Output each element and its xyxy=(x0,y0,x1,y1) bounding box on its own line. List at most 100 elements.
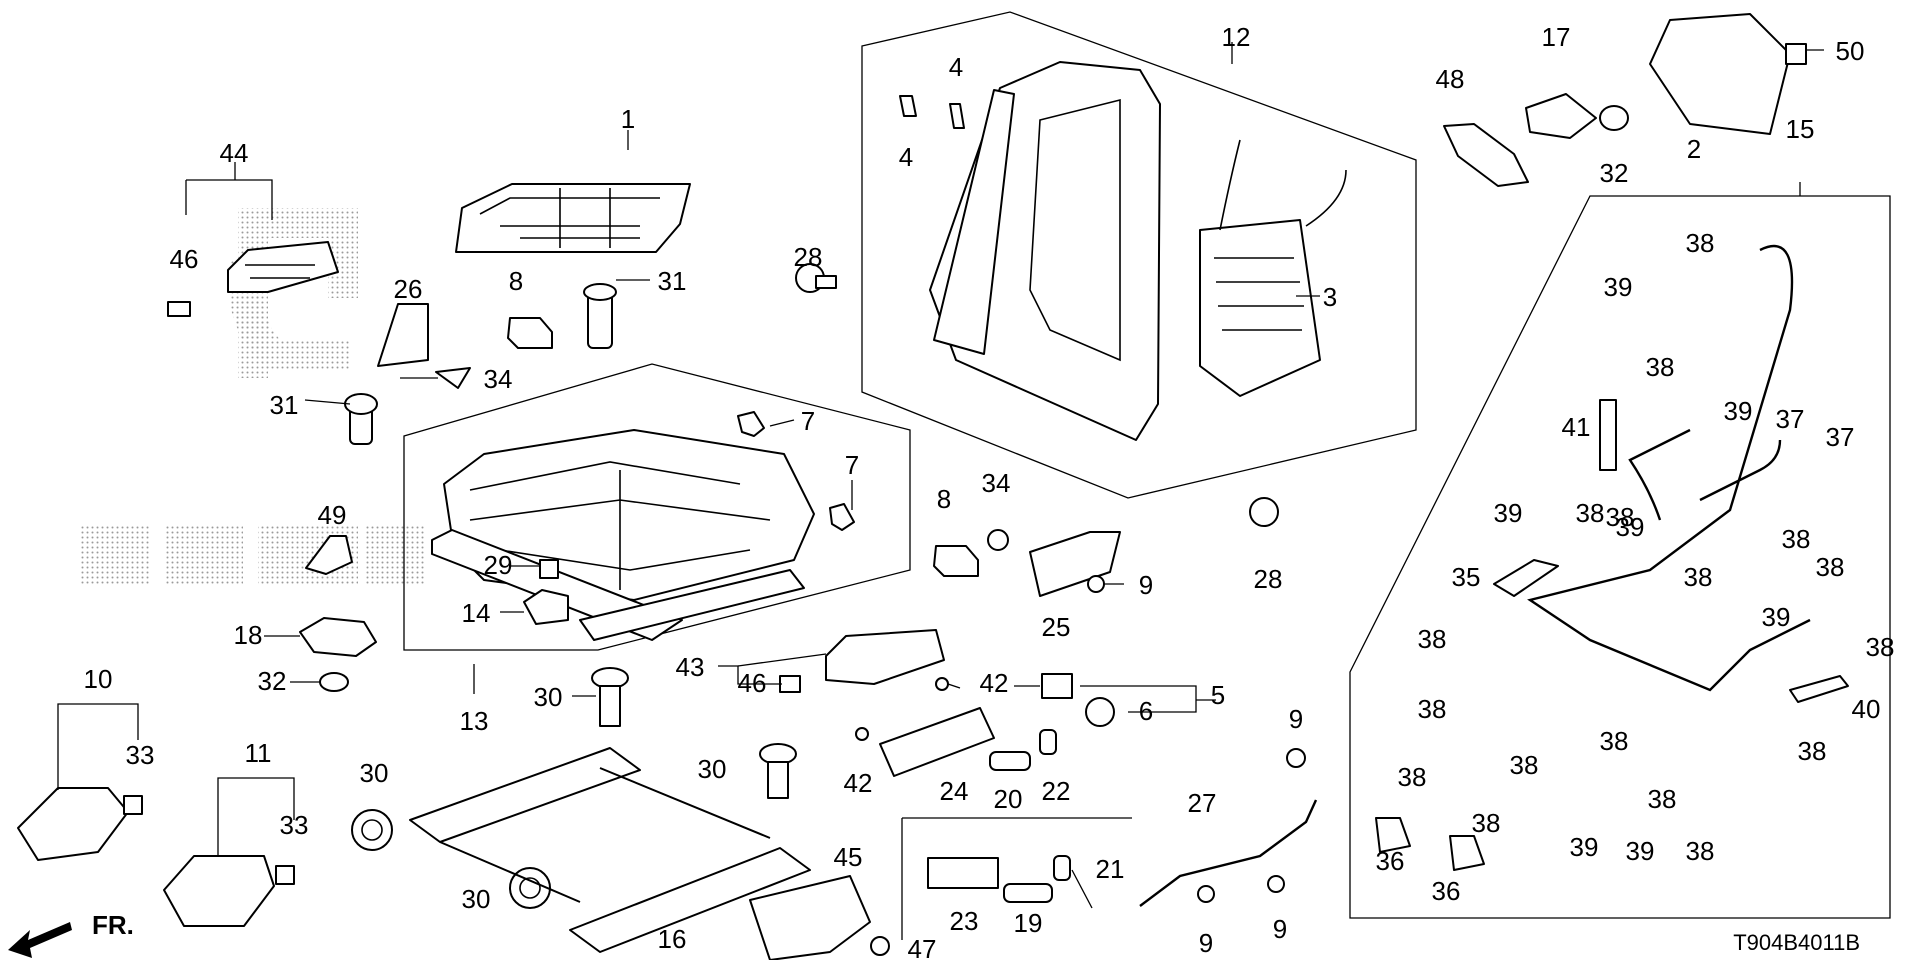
part-42-screw-a xyxy=(935,677,949,691)
part-21-knob xyxy=(1053,855,1071,881)
part-31-bolt-b xyxy=(344,393,378,445)
part-46-clip-a xyxy=(167,301,191,317)
callout-8-a: 8 xyxy=(509,266,523,296)
part-23-switch-panel xyxy=(927,857,999,889)
callout-18: 18 xyxy=(234,620,263,650)
callout-39-1: 39 xyxy=(1604,272,1633,302)
callout-46-b: 46 xyxy=(738,668,767,698)
part-32-nut-a xyxy=(319,672,349,692)
part-34-plug-a xyxy=(435,367,471,389)
part-22-knob xyxy=(1039,729,1057,755)
callout-35: 35 xyxy=(1452,562,1481,592)
callout-9-c: 9 xyxy=(1199,928,1213,958)
callout-5: 5 xyxy=(1211,680,1225,710)
callout-13: 13 xyxy=(460,706,489,736)
part-43-cover xyxy=(825,629,945,685)
callout-38-3: 38 xyxy=(1782,524,1811,554)
callout-42-b: 42 xyxy=(844,768,873,798)
callout-14: 14 xyxy=(462,598,491,628)
part-35-tie xyxy=(1493,559,1559,597)
callout-38-8: 38 xyxy=(1866,632,1895,662)
callout-8-b: 8 xyxy=(937,484,951,514)
part-15-harness xyxy=(1527,244,1811,692)
part-40-tie xyxy=(1789,675,1849,703)
group-outlines xyxy=(403,11,1891,940)
callout-30-a: 30 xyxy=(534,682,563,712)
part-26-trim xyxy=(377,303,429,367)
part-49-bracket xyxy=(305,535,353,575)
callout-31-a: 31 xyxy=(658,266,687,296)
callout-43: 43 xyxy=(676,652,705,682)
callout-39-2: 39 xyxy=(1724,396,1753,426)
callout-37-b: 37 xyxy=(1826,422,1855,452)
part-seatback-frame xyxy=(929,61,1161,441)
part-30-bolt-a xyxy=(591,667,629,727)
callout-23: 23 xyxy=(950,906,979,936)
callout-38-13: 38 xyxy=(1398,762,1427,792)
callout-17: 17 xyxy=(1542,22,1571,52)
callout-36-a: 36 xyxy=(1376,846,1405,876)
part-5-switch xyxy=(1041,673,1073,699)
callout-9-b: 9 xyxy=(1289,704,1303,734)
part-29-screw xyxy=(539,559,559,579)
part-47-clip xyxy=(870,936,890,956)
part-4-clip-b xyxy=(949,103,965,129)
part-11-cover xyxy=(163,855,275,927)
callout-24: 24 xyxy=(940,776,969,806)
front-direction-arrow xyxy=(8,922,72,958)
part-7-clip-b xyxy=(829,503,855,531)
part-33-clip-a xyxy=(123,795,143,815)
part-8-bracket-a xyxy=(507,317,553,349)
part-31-bolt-a xyxy=(583,283,617,349)
part-27-cable xyxy=(1139,799,1318,907)
callout-31-b: 31 xyxy=(270,390,299,420)
callout-9-a: 9 xyxy=(1139,570,1153,600)
callout-9-d: 9 xyxy=(1273,914,1287,944)
callout-6: 6 xyxy=(1139,696,1153,726)
part-46-clip-b xyxy=(779,675,801,693)
callout-39-7: 39 xyxy=(1626,836,1655,866)
callout-48: 48 xyxy=(1436,64,1465,94)
callout-38-9: 38 xyxy=(1418,694,1447,724)
part-28-bolt-a xyxy=(795,263,837,293)
part-seat-cushion-pan xyxy=(455,183,691,253)
callout-22: 22 xyxy=(1042,776,1071,806)
part-seat-frame xyxy=(431,429,815,641)
callout-44: 44 xyxy=(220,138,249,168)
callout-38-6: 38 xyxy=(1684,562,1713,592)
callout-19: 19 xyxy=(1014,908,1043,938)
callout-32-a: 32 xyxy=(258,666,287,696)
callout-4-bottom: 4 xyxy=(899,142,913,172)
part-30-bolt-d xyxy=(509,867,551,909)
callout-15: 15 xyxy=(1786,114,1815,144)
callout-38-4: 38 xyxy=(1816,552,1845,582)
callout-38-14: 38 xyxy=(1472,808,1501,838)
callout-28-b: 28 xyxy=(1254,564,1283,594)
callout-26: 26 xyxy=(394,274,423,304)
callout-36-b: 36 xyxy=(1432,876,1461,906)
part-9-screw-c xyxy=(1197,885,1215,903)
callout-40: 40 xyxy=(1852,694,1881,724)
part-6-knob xyxy=(1085,697,1115,727)
callout-33-b: 33 xyxy=(280,810,309,840)
callout-3: 3 xyxy=(1323,282,1337,312)
callout-37-a: 37 xyxy=(1776,404,1805,434)
callout-21: 21 xyxy=(1096,854,1125,884)
part-25-cover xyxy=(1029,531,1121,597)
callout-27: 27 xyxy=(1188,788,1217,818)
callout-1: 1 xyxy=(621,104,635,134)
part-14-switch-base xyxy=(523,589,569,625)
callout-38-10: 38 xyxy=(1510,750,1539,780)
callout-39-3: 39 xyxy=(1494,498,1523,528)
harness-group-box xyxy=(1349,195,1891,919)
leader-lines xyxy=(57,42,1824,909)
callout-30-d: 30 xyxy=(462,884,491,914)
seat-frame-group-box xyxy=(403,363,911,651)
part-30-bolt-b xyxy=(759,743,797,799)
part-34-plug-b xyxy=(987,529,1009,551)
part-36-clip-b xyxy=(1449,835,1485,871)
callout-46-a: 46 xyxy=(170,244,199,274)
callout-41: 41 xyxy=(1562,412,1591,442)
part-48-bracket xyxy=(1443,123,1529,187)
